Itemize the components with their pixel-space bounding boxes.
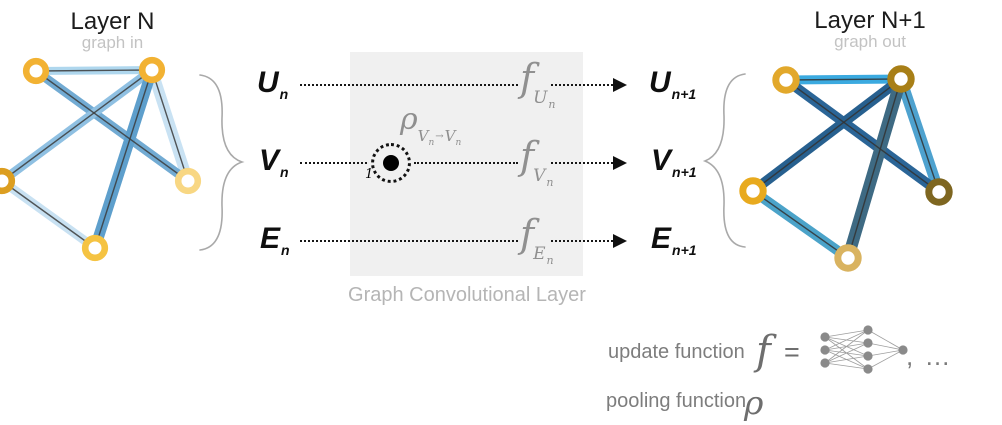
update-fn-label-v: fVn <box>520 134 554 189</box>
update-function-symbol: f <box>756 328 771 374</box>
mlp-link <box>867 342 904 351</box>
aggregation-dot <box>383 155 399 171</box>
graph-edge-core <box>35 70 189 182</box>
update-fn-label-u: fUn <box>520 56 556 111</box>
mlp-link <box>824 342 869 364</box>
mlp-link <box>867 349 904 370</box>
dotted-flow-line-e <box>551 240 613 242</box>
graph-node <box>0 167 16 195</box>
input-label-v: Vn <box>259 144 289 180</box>
graph-node <box>81 234 109 262</box>
mlp-link <box>824 355 869 364</box>
pooling-function-label: pooling function <box>606 390 747 412</box>
output-label-e: En+1 <box>651 222 697 258</box>
graph-node <box>174 167 202 195</box>
graph-node <box>772 66 800 94</box>
dotted-flow-line-v <box>551 162 613 164</box>
output-label-v: Vn+1 <box>651 144 697 180</box>
mlp-node <box>863 351 873 361</box>
graph-out-subtitle: graph out <box>834 32 906 51</box>
graph-edge-core <box>1 69 153 182</box>
graph-edge-core <box>752 78 902 192</box>
graph-edge-core <box>35 69 153 72</box>
update-function-label: update function <box>608 341 745 363</box>
brace-graph-out <box>702 73 746 248</box>
pooling-annotation: ρVn→Vn <box>400 102 462 148</box>
graph-edge-core <box>94 69 153 249</box>
layer-n-title: Layer N <box>70 8 155 35</box>
graph-conv-layer-caption: Graph Convolutional Layer <box>348 284 586 306</box>
mlp-link <box>867 329 904 351</box>
graph-edge-core <box>1 180 96 249</box>
pooling-function-symbol: ρ <box>744 383 764 422</box>
mlp-node <box>863 325 873 335</box>
dotted-flow-line-v <box>300 162 367 164</box>
graph-node <box>22 57 50 85</box>
graph-node <box>925 178 953 206</box>
dotted-flow-line-e <box>300 240 518 242</box>
graph-node <box>138 56 166 84</box>
mlp-node <box>820 332 830 342</box>
graph-edge-core <box>900 78 940 193</box>
graph-edge-core <box>151 69 189 182</box>
mlp-link <box>824 329 869 351</box>
graph-edge-core <box>785 79 940 193</box>
dotted-flow-line-u <box>300 84 518 86</box>
aggregation-marker-label: 1 <box>365 167 374 182</box>
flow-arrowhead-v <box>613 156 627 170</box>
mlp-node <box>820 358 830 368</box>
graph-node <box>887 65 915 93</box>
update-fn-label-e: fEn <box>520 212 554 267</box>
dotted-flow-line-v <box>414 162 518 164</box>
graph-edge-core <box>847 78 902 259</box>
output-label-u: Un+1 <box>649 66 697 102</box>
ellipsis-suffix: , … <box>906 341 953 371</box>
graph-in-subtitle: graph in <box>81 33 144 52</box>
mlp-link <box>867 349 904 357</box>
input-label-u: Un <box>257 66 289 102</box>
graph-node <box>739 177 767 205</box>
brace-graph-in <box>199 74 245 251</box>
graph-out <box>739 65 953 272</box>
graph-edge-core <box>785 78 902 81</box>
layer-n1-title: Layer N+1 <box>814 7 926 34</box>
mlp-node <box>898 345 908 355</box>
mlp-link <box>824 362 869 370</box>
dotted-flow-line-u <box>551 84 613 86</box>
flow-arrowhead-u <box>613 78 627 92</box>
equals-sign: = <box>784 337 800 367</box>
graph-node <box>834 244 862 272</box>
flow-arrowhead-e <box>613 234 627 248</box>
mlp-icon <box>820 325 908 374</box>
mlp-link <box>824 329 869 338</box>
mlp-node <box>863 338 873 348</box>
aggregation-dotted-circle <box>371 143 411 183</box>
input-label-e: En <box>260 222 290 258</box>
mlp-link <box>824 329 869 364</box>
graph-edge-core <box>752 190 849 259</box>
mlp-node <box>863 364 873 374</box>
graph-in <box>0 56 202 262</box>
mlp-node <box>820 345 830 355</box>
